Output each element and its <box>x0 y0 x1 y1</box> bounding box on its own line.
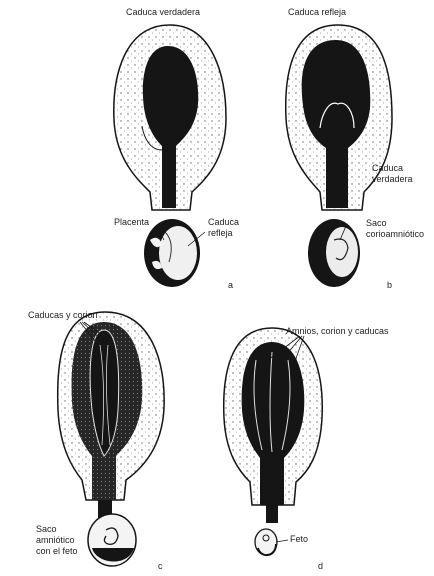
label-b-caduca-refleja: Caduca refleja <box>288 7 346 18</box>
uterus-c <box>58 312 164 518</box>
amniotic-sac-c <box>88 514 136 566</box>
panel-letter-b: b <box>387 280 392 291</box>
label-a-caduca-refleja: Caduca refleja <box>208 217 239 239</box>
uterus-d <box>224 328 323 523</box>
gestational-sac-b <box>308 219 360 287</box>
panel-letter-d: d <box>318 561 323 572</box>
label-c-saco-amniotico: Saco amniótico con el feto <box>36 524 78 557</box>
label-b-saco-corioamniotico: Saco corioamniótico <box>366 218 424 240</box>
label-a-placenta: Placenta <box>114 217 149 228</box>
label-a-caduca-verdadera: Caduca verdadera <box>126 7 200 18</box>
label-b-caduca-verdadera: Caduca verdadera <box>372 163 413 185</box>
label-d-feto: Feto <box>290 534 308 545</box>
fetus-d <box>255 529 277 555</box>
panel-letter-a: a <box>228 280 233 291</box>
uterus-a <box>114 25 226 210</box>
panel-letter-c: c <box>158 561 163 572</box>
label-c-caducas-y-corion: Caducas y corion <box>28 310 98 321</box>
label-d-amnios-corion-caducas: Amnios, corion y caducas <box>286 326 389 337</box>
gestational-sac-a <box>144 219 200 287</box>
